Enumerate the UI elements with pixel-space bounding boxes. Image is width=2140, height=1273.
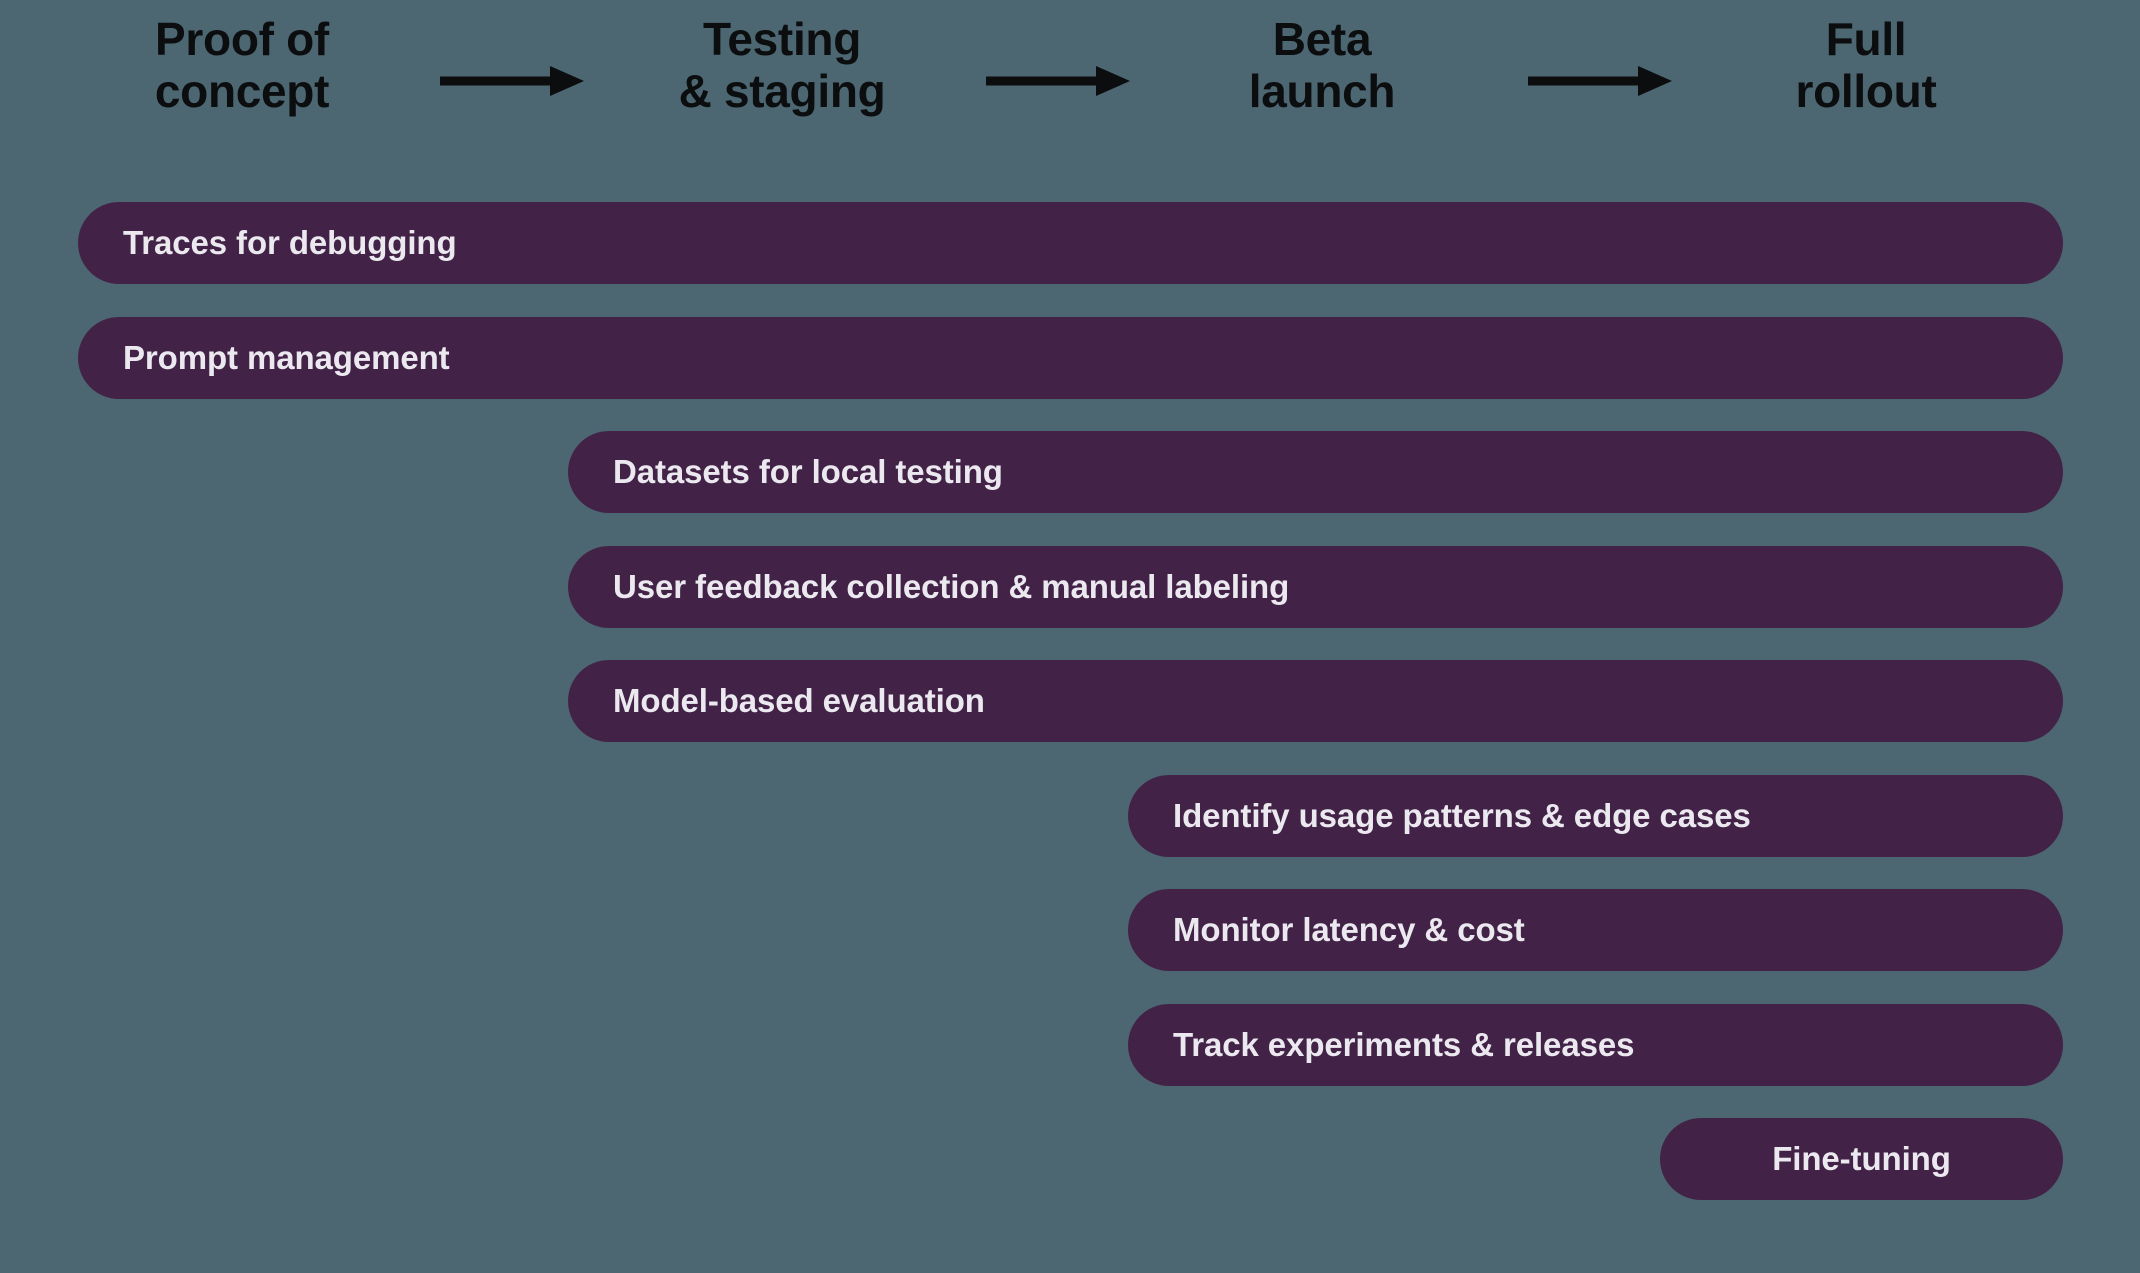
capability-bar-label: Prompt management [123,339,450,376]
arrow-beta-to-rollout-icon [1528,66,1672,96]
capability-bar-label: Datasets for local testing [613,453,1003,490]
capability-bar-label: Fine-tuning [1772,1140,1951,1177]
capability-bar[interactable]: Identify usage patterns & edge cases [1128,775,2063,857]
capability-bar-label: User feedback collection & manual labeli… [613,568,1290,605]
stage-label-3: Beta launch [1248,13,1396,117]
capability-bar[interactable]: Monitor latency & cost [1128,889,2063,971]
capability-bar[interactable]: Model-based evaluation [568,660,2063,742]
capability-bar-label: Model-based evaluation [613,682,985,719]
capability-bar-label: Monitor latency & cost [1173,911,1525,948]
stage-header-row: Proof of concept Testing & staging Beta la… [0,0,2140,150]
capability-bar-label: Traces for debugging [123,224,457,261]
capability-bar[interactable]: Track experiments & releases [1128,1004,2063,1086]
stage-label-2: Testing & staging [678,13,886,117]
arrow-poc-to-testing-icon [440,66,584,96]
capability-bar[interactable]: User feedback collection & manual labeli… [568,546,2063,628]
capability-bar-label: Identify usage patterns & edge cases [1173,797,1751,834]
stage-label-4: Full rollout [1795,13,1937,117]
capability-bar[interactable]: Fine-tuning [1660,1118,2063,1200]
capability-bar-label: Track experiments & releases [1173,1026,1635,1063]
capability-bar[interactable]: Datasets for local testing [568,431,2063,513]
capability-bar[interactable]: Prompt management [78,317,2063,399]
arrow-testing-to-beta-icon [986,66,1130,96]
stage-label-1: Proof of concept [154,13,330,117]
capability-bar[interactable]: Traces for debugging [78,202,2063,284]
